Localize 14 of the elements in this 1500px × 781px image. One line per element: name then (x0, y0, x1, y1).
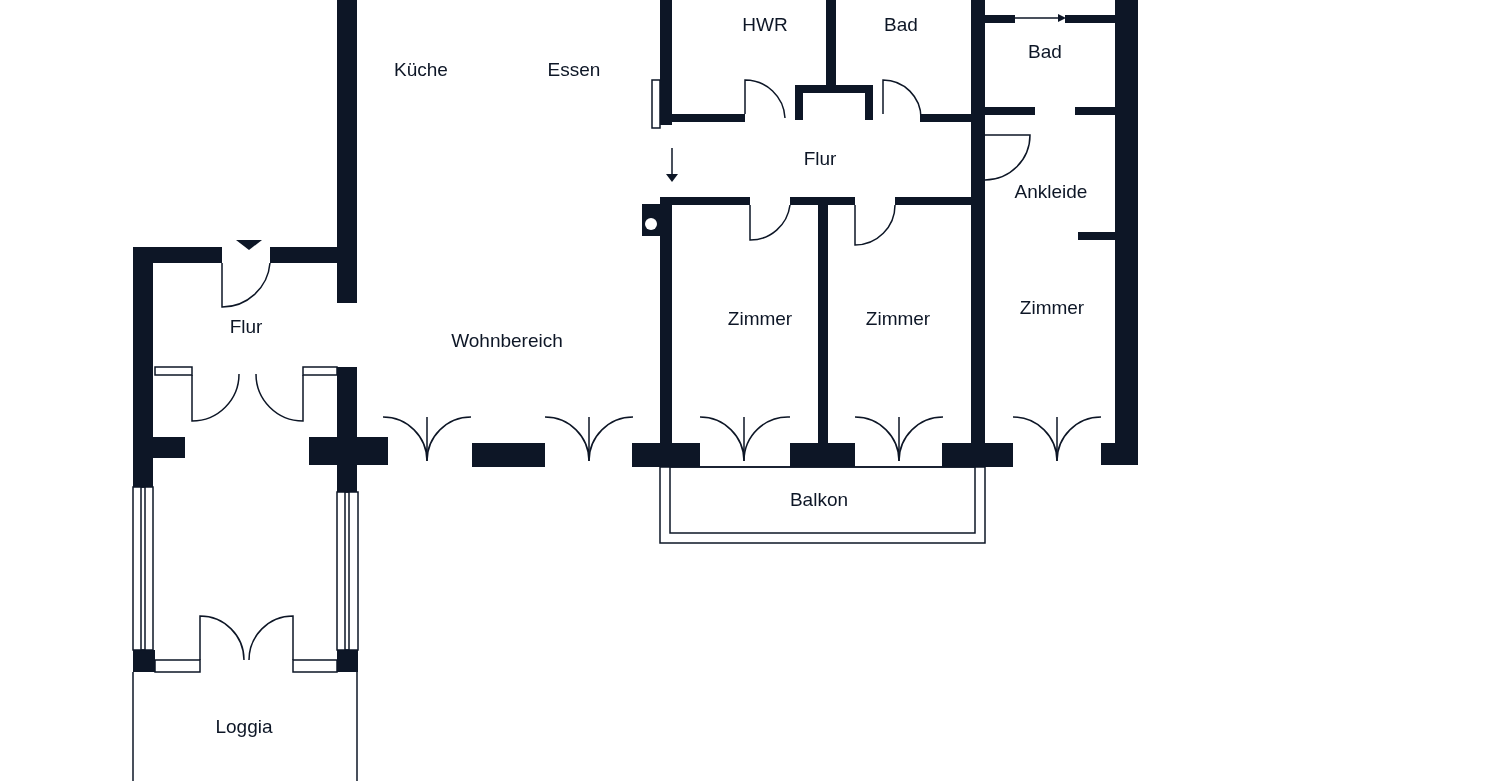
room-label: Flur (803, 148, 837, 170)
room-label: Bad (884, 14, 918, 36)
room-label: Bad (1028, 41, 1062, 63)
room-label: Balkon (789, 489, 849, 511)
room-label: Flur (229, 316, 263, 338)
room-label: Zimmer (1019, 297, 1085, 319)
room-label: Zimmer (865, 308, 931, 330)
room-label: Zimmer (727, 308, 793, 330)
room-label: Küche (394, 59, 448, 81)
room-label: Loggia (215, 716, 273, 738)
room-label: Wohnbereich (451, 330, 563, 352)
room-label: HWR (742, 14, 788, 36)
room-label: Ankleide (1014, 181, 1088, 203)
room-label: Essen (547, 59, 601, 81)
